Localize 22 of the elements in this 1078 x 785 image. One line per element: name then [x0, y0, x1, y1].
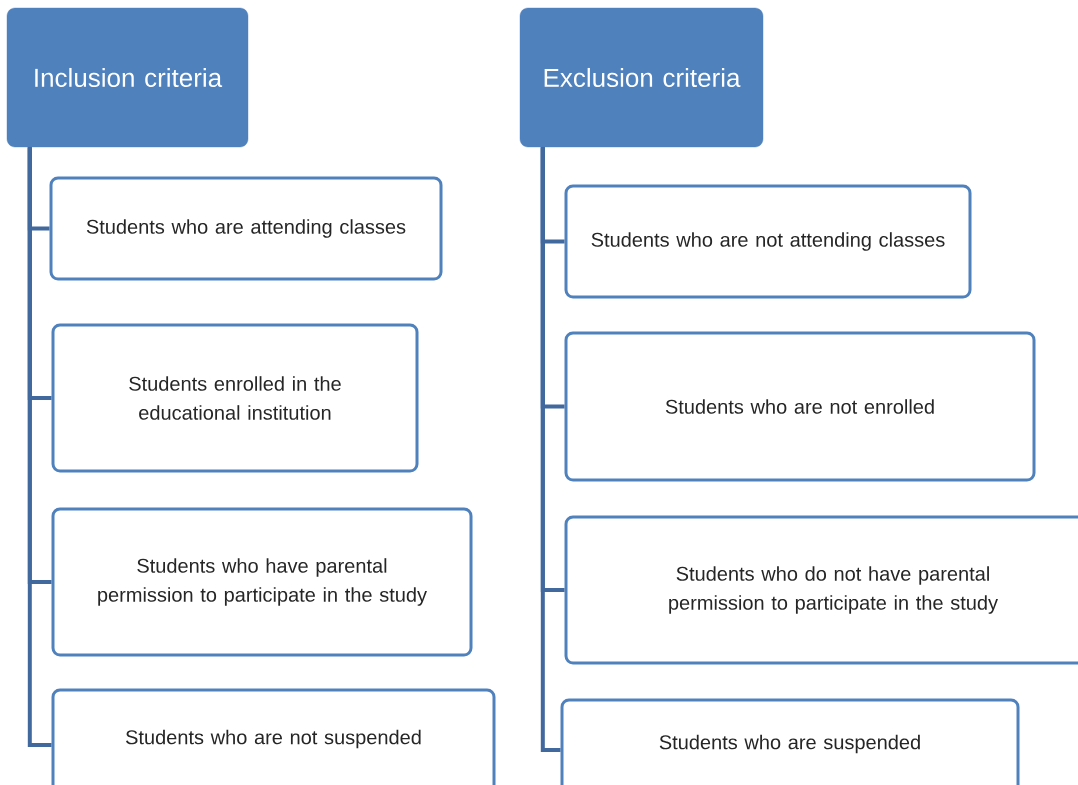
criterion-text: Students who are not suspended: [126, 729, 421, 749]
criterion-box: [51, 688, 496, 785]
connector-line: [540, 147, 561, 752]
criterion-text: Students who have parental permission to participate in the study: [98, 558, 427, 606]
criterion-box: [49, 176, 443, 281]
header-box: [519, 7, 764, 148]
criterion-text: Students enrolled in the educational institution: [129, 376, 341, 420]
criterion-text: Students who are attending classes: [86, 219, 406, 238]
criterion-box: [564, 331, 1036, 482]
criterion-text: Students who are suspended: [659, 734, 920, 754]
criterion-box: [51, 507, 473, 657]
criterion-box: [560, 698, 1020, 785]
connector-line: [27, 147, 52, 747]
header-box: [6, 7, 249, 148]
criterion-box: [51, 323, 419, 473]
criterion-text: Students who do not have parental permission to participate in the study: [669, 566, 998, 614]
criterion-text: Students who are not attending classes: [591, 232, 945, 251]
criterion-box: [564, 515, 1078, 665]
header-text: Exclusion criteria: [544, 67, 741, 88]
header-text: Inclusion criteria: [35, 67, 223, 88]
criterion-box: [564, 184, 972, 299]
criterion-text: Students who are not enrolled: [665, 399, 934, 414]
